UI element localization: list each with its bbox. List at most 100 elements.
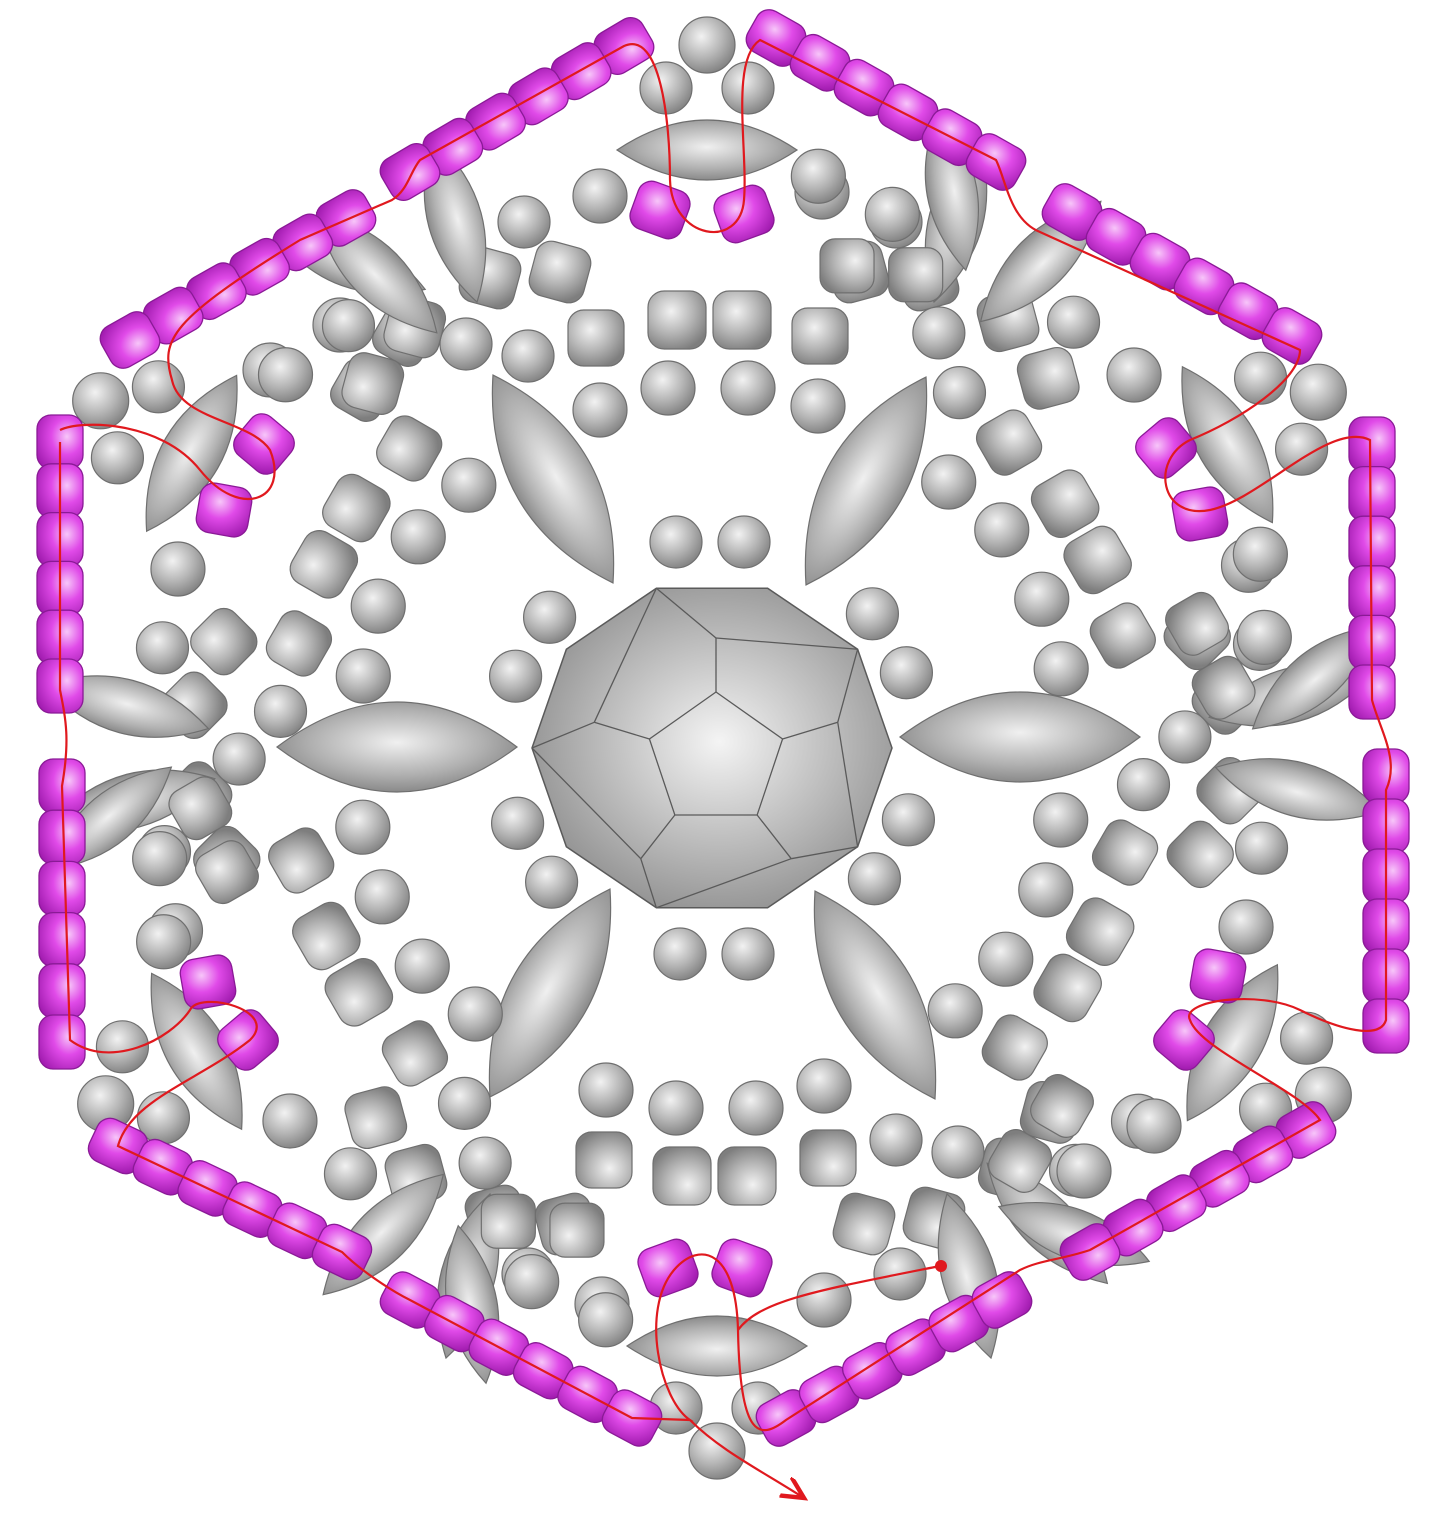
- round-seed-bead-icon: [679, 17, 735, 73]
- cube-bead-icon: [800, 1130, 856, 1186]
- round-seed-bead-icon: [573, 383, 627, 437]
- round-seed-bead-icon: [255, 685, 307, 737]
- round-seed-bead-icon: [1237, 610, 1291, 664]
- round-seed-bead-icon: [524, 591, 576, 643]
- round-seed-bead-icon: [324, 1148, 376, 1200]
- cube-bead-icon: [263, 822, 339, 898]
- round-seed-bead-icon: [1127, 1099, 1181, 1153]
- magenta-seed-bead-icon: [39, 1015, 85, 1069]
- round-seed-bead-icon: [1034, 793, 1088, 847]
- magenta-seed-bead-icon: [1349, 467, 1395, 521]
- round-seed-bead-icon: [722, 62, 774, 114]
- round-seed-bead-icon: [870, 1114, 922, 1166]
- cube-bead-icon: [1087, 814, 1163, 890]
- cube-bead-icon: [1014, 344, 1083, 413]
- round-seed-bead-icon: [729, 1081, 783, 1135]
- round-seed-bead-icon: [846, 588, 898, 640]
- magenta-seed-bead-icon: [39, 913, 85, 967]
- magenta-seed-bead-icon: [626, 177, 694, 242]
- round-seed-bead-icon: [490, 650, 542, 702]
- cube-bead-icon: [1085, 597, 1161, 673]
- round-seed-bead-icon: [865, 187, 919, 241]
- cube-bead-icon: [526, 238, 595, 307]
- round-seed-bead-icon: [791, 379, 845, 433]
- round-seed-bead-icon: [395, 939, 449, 993]
- magenta-seed-bead-icon: [1188, 947, 1248, 1005]
- round-seed-bead-icon: [975, 503, 1029, 557]
- round-seed-bead-icon: [137, 915, 191, 969]
- cube-bead-icon: [341, 1083, 410, 1152]
- round-seed-bead-icon: [1019, 863, 1073, 917]
- round-seed-bead-icon: [1117, 759, 1169, 811]
- round-seed-bead-icon: [1057, 1144, 1111, 1198]
- cube-bead-icon: [977, 1009, 1053, 1085]
- spike-bead-icon: [617, 120, 797, 180]
- round-seed-bead-icon: [880, 647, 932, 699]
- magenta-seed-bead-icon: [1349, 417, 1395, 471]
- round-seed-bead-icon: [722, 928, 774, 980]
- magenta-seed-bead-icon: [194, 481, 254, 539]
- thread-start-dot-icon: [935, 1260, 947, 1272]
- cube-bead-icon: [481, 1194, 535, 1248]
- round-seed-bead-icon: [721, 361, 775, 415]
- round-seed-bead-icon: [492, 797, 544, 849]
- cube-bead-icon: [713, 291, 771, 349]
- round-seed-bead-icon: [933, 367, 985, 419]
- cube-bead-icon: [830, 1190, 899, 1259]
- cube-bead-icon: [653, 1147, 711, 1205]
- round-seed-bead-icon: [922, 455, 976, 509]
- round-seed-bead-icon: [979, 932, 1033, 986]
- cube-bead-icon: [568, 310, 624, 366]
- round-seed-bead-icon: [932, 1126, 984, 1178]
- cube-bead-icon: [820, 239, 874, 293]
- cube-bead-icon: [261, 605, 337, 681]
- cube-bead-icon: [371, 410, 447, 486]
- round-seed-bead-icon: [1219, 900, 1273, 954]
- spike-bead-icon: [277, 702, 517, 792]
- round-seed-bead-icon: [132, 361, 184, 413]
- round-seed-bead-icon: [322, 300, 374, 352]
- round-seed-bead-icon: [263, 1094, 317, 1148]
- cube-bead-icon: [1161, 815, 1240, 894]
- round-seed-bead-icon: [650, 516, 702, 568]
- cube-bead-icon: [377, 1015, 453, 1091]
- spike-bead-icon: [900, 692, 1140, 782]
- round-seed-bead-icon: [91, 432, 143, 484]
- round-seed-bead-icon: [1159, 711, 1211, 763]
- round-seed-bead-icon: [579, 1063, 633, 1117]
- round-seed-bead-icon: [459, 1137, 511, 1189]
- round-seed-bead-icon: [502, 330, 554, 382]
- round-seed-bead-icon: [797, 1059, 851, 1113]
- round-seed-bead-icon: [151, 542, 205, 596]
- round-seed-bead-icon: [579, 1293, 633, 1347]
- round-seed-bead-icon: [1235, 352, 1287, 404]
- round-seed-bead-icon: [1236, 822, 1288, 874]
- cube-bead-icon: [550, 1203, 604, 1257]
- cube-bead-icon: [576, 1132, 632, 1188]
- round-seed-bead-icon: [136, 622, 188, 674]
- faceted-round-bead-icon: [532, 588, 892, 908]
- round-seed-bead-icon: [391, 510, 445, 564]
- magenta-seed-bead-icon: [39, 861, 85, 915]
- round-seed-bead-icon: [526, 856, 578, 908]
- cube-bead-icon: [792, 308, 848, 364]
- cube-bead-icon: [718, 1147, 776, 1205]
- round-seed-bead-icon: [505, 1255, 559, 1309]
- round-seed-bead-icon: [928, 984, 982, 1038]
- round-seed-bead-icon: [689, 1423, 745, 1479]
- magenta-seed-bead-icon: [708, 1235, 776, 1300]
- round-seed-bead-icon: [1233, 527, 1287, 581]
- round-seed-bead-icon: [133, 832, 187, 886]
- round-seed-bead-icon: [649, 1081, 703, 1135]
- cube-bead-icon: [971, 404, 1047, 480]
- round-seed-bead-icon: [718, 516, 770, 568]
- round-seed-bead-icon: [641, 361, 695, 415]
- round-seed-bead-icon: [797, 1273, 851, 1327]
- round-seed-bead-icon: [913, 307, 965, 359]
- cube-bead-icon: [889, 248, 943, 302]
- round-seed-bead-icon: [258, 348, 312, 402]
- round-seed-bead-icon: [1015, 572, 1069, 626]
- round-seed-bead-icon: [336, 649, 390, 703]
- magenta-seed-bead-icon: [1170, 485, 1230, 543]
